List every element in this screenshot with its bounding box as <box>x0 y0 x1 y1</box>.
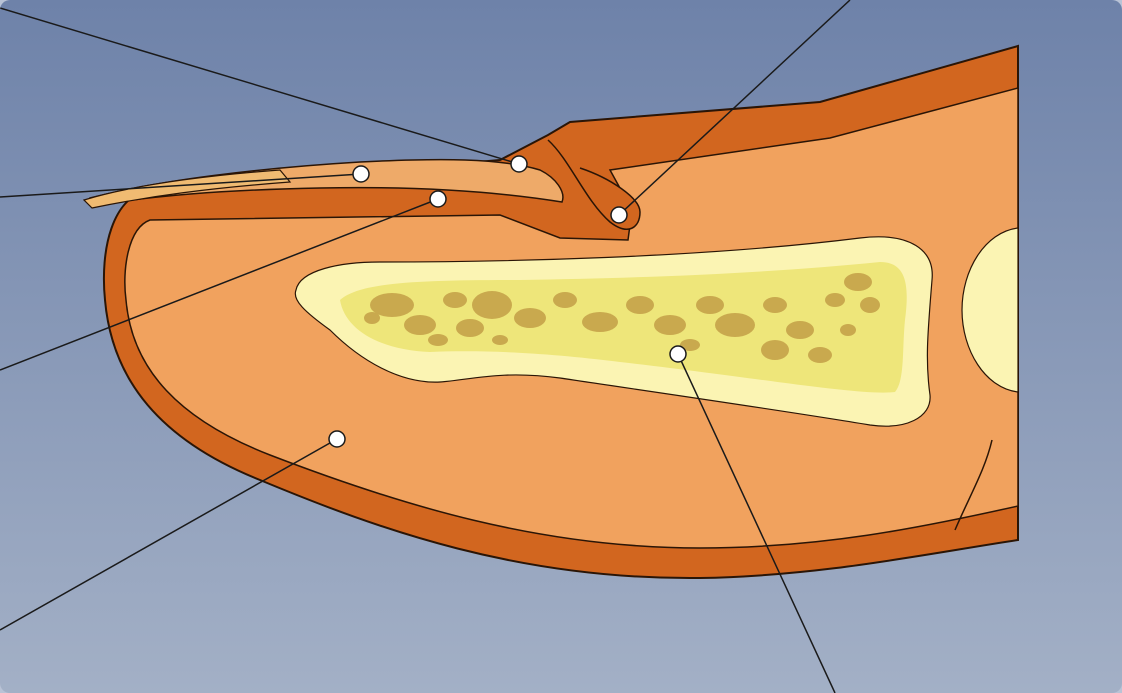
soft-tissue-marker[interactable] <box>329 431 345 447</box>
distal-phalanx-bone-marker[interactable] <box>670 346 686 362</box>
nail-plate-marker[interactable] <box>353 166 369 182</box>
cuticle-marker[interactable] <box>511 156 527 172</box>
nail-bed-marker[interactable] <box>430 191 446 207</box>
nail-matrix-marker[interactable] <box>611 207 627 223</box>
